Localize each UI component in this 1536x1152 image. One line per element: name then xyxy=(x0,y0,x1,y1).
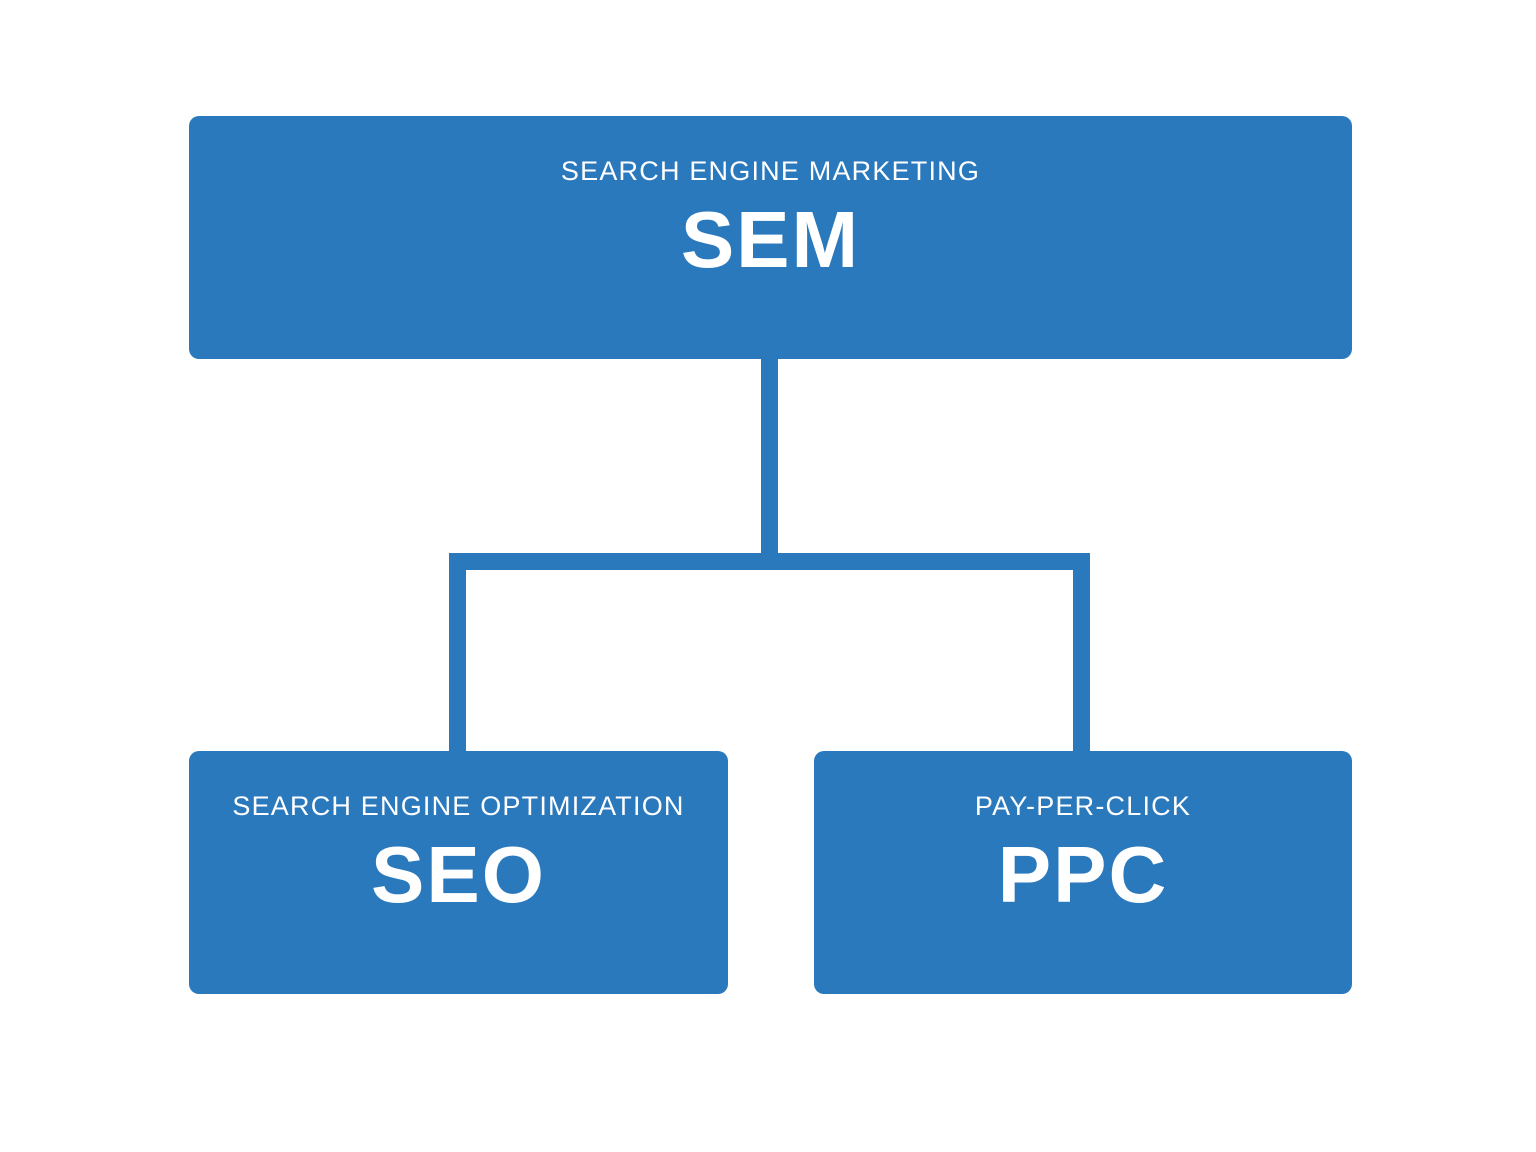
seo-node: SEARCH ENGINE OPTIMIZATION SEO xyxy=(189,751,728,994)
connector-trunk xyxy=(761,357,778,570)
connector-left-branch xyxy=(449,553,466,753)
sem-title: SEM xyxy=(680,195,861,284)
connector-right-branch xyxy=(1073,553,1090,753)
seo-subtitle: SEARCH ENGINE OPTIMIZATION xyxy=(232,791,685,821)
ppc-subtitle: PAY-PER-CLICK xyxy=(974,791,1192,821)
sem-node: SEARCH ENGINE MARKETING SEM xyxy=(189,116,1352,359)
connector-crossbar xyxy=(449,553,1090,570)
ppc-node: PAY-PER-CLICK PPC xyxy=(814,751,1352,994)
seo-title: SEO xyxy=(371,830,546,919)
ppc-title: PPC xyxy=(997,830,1169,919)
sem-subtitle: SEARCH ENGINE MARKETING xyxy=(560,156,981,186)
